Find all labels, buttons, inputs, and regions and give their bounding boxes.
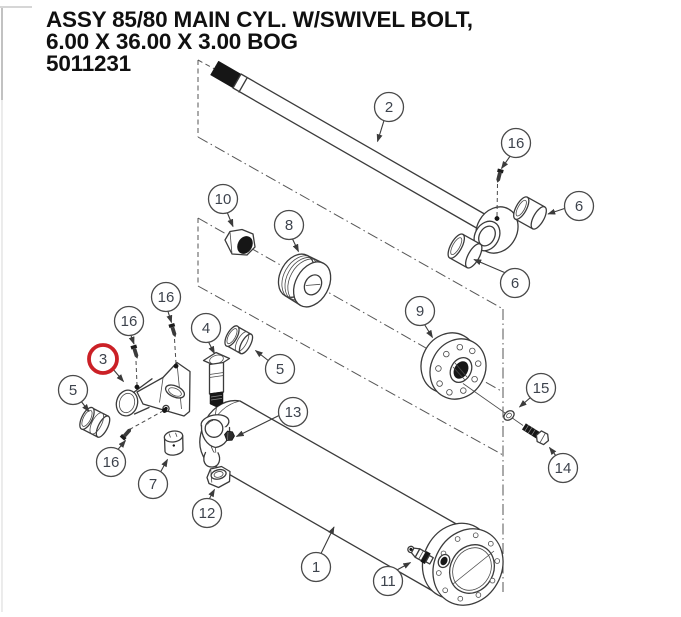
- swivel-bolt-fitting: [202, 351, 231, 408]
- balloon-1[interactable]: 1: [300, 551, 332, 583]
- svg-text:3: 3: [99, 351, 107, 368]
- washer: [503, 410, 515, 421]
- svg-text:2: 2: [385, 99, 393, 116]
- balloon-7[interactable]: 7: [137, 468, 169, 500]
- svg-text:5: 5: [276, 361, 284, 378]
- balloon-16[interactable]: 16: [113, 305, 145, 337]
- svg-text:15: 15: [533, 380, 550, 397]
- clevis-bushing: [163, 430, 184, 456]
- swivel-nut: [206, 465, 231, 489]
- svg-text:13: 13: [285, 404, 302, 421]
- piston: [277, 253, 332, 308]
- set-screw-a: [496, 168, 504, 183]
- swivel-ball: [204, 419, 224, 438]
- barrel-tab: [203, 451, 221, 468]
- port-fitting: [224, 325, 254, 355]
- balloon-6[interactable]: 6: [499, 267, 531, 299]
- barrel-flange: [421, 522, 504, 606]
- balloon-5[interactable]: 5: [264, 353, 296, 385]
- hex-bolt: [521, 423, 550, 446]
- swivel-clevis-head: [115, 361, 191, 417]
- flange-bolt-holes: [435, 532, 501, 602]
- set-screw-c: [168, 322, 177, 338]
- svg-text:10: 10: [215, 191, 232, 208]
- gland-bolt-holes: [435, 344, 482, 396]
- piston-nut: [224, 228, 256, 256]
- balloon-14[interactable]: 14: [547, 452, 579, 484]
- balloon-2[interactable]: 2: [373, 91, 405, 123]
- bolt-axis-line: [462, 383, 524, 426]
- port-plug: [79, 406, 111, 438]
- balloon-13[interactable]: 13: [277, 396, 309, 428]
- balloon-16[interactable]: 16: [500, 127, 532, 159]
- title-line-2: 6.00 X 36.00 X 3.00 BOG: [46, 29, 298, 54]
- rod-eye: [473, 206, 519, 254]
- drawing-title: ASSY 85/80 MAIN CYL. W/SWIVEL BOLT, 6.00…: [46, 7, 473, 76]
- title-line-3: 5011231: [46, 51, 131, 76]
- svg-text:5: 5: [69, 382, 77, 399]
- svg-text:6: 6: [511, 275, 519, 292]
- svg-text:7: 7: [149, 476, 157, 493]
- swivel-ball-socket: [200, 407, 235, 469]
- svg-text:16: 16: [508, 135, 525, 152]
- bushing-lower: [447, 233, 483, 269]
- svg-text:9: 9: [416, 303, 424, 320]
- svg-text:12: 12: [199, 505, 216, 522]
- svg-text:16: 16: [121, 313, 138, 330]
- grease-zerk: [407, 545, 434, 565]
- balloon-12[interactable]: 12: [191, 497, 223, 529]
- bushing-upper: [513, 196, 547, 230]
- balloon-8[interactable]: 8: [273, 209, 305, 241]
- page-edge-lines: [0, 6, 32, 612]
- balloon-10[interactable]: 10: [207, 183, 239, 215]
- gland-head: [420, 332, 487, 400]
- set-screw-d: [119, 428, 132, 441]
- svg-text:1: 1: [312, 559, 320, 576]
- balloon-16[interactable]: 16: [150, 281, 182, 313]
- balloon-15[interactable]: 15: [525, 372, 557, 404]
- svg-text:6: 6: [575, 198, 583, 215]
- ball-stud-nut: [224, 430, 235, 441]
- svg-text:11: 11: [380, 573, 396, 590]
- set-screw-install-lines: [129, 183, 500, 430]
- title-line-1: ASSY 85/80 MAIN CYL. W/SWIVEL BOLT,: [46, 7, 473, 32]
- svg-text:8: 8: [285, 217, 293, 234]
- svg-text:16: 16: [158, 289, 175, 306]
- balloon-3-highlighted[interactable]: 3: [87, 343, 119, 375]
- leader-lines: [80, 120, 565, 571]
- set-screw-b: [130, 344, 139, 359]
- svg-text:16: 16: [103, 454, 120, 471]
- piston-rod: [210, 60, 489, 231]
- balloon-16[interactable]: 16: [95, 446, 127, 478]
- svg-text:14: 14: [555, 460, 572, 477]
- balloon-5[interactable]: 5: [57, 374, 89, 406]
- balloon-11[interactable]: 11: [372, 565, 404, 597]
- balloon-6[interactable]: 6: [563, 190, 595, 222]
- svg-text:4: 4: [202, 320, 210, 337]
- balloon-4[interactable]: 4: [190, 312, 222, 344]
- balloon-9[interactable]: 9: [404, 295, 436, 327]
